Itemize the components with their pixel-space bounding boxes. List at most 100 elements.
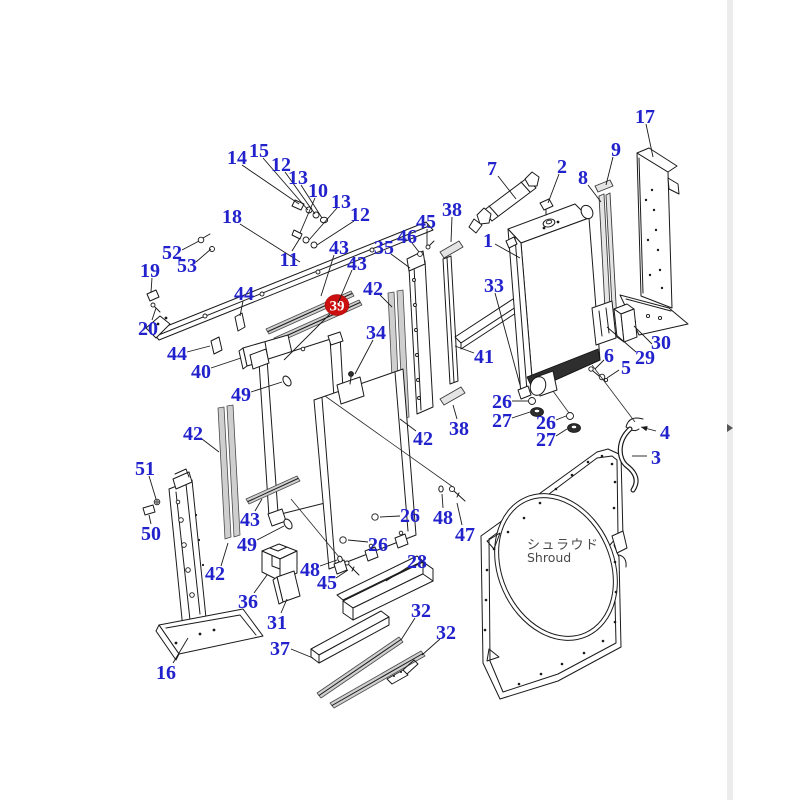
- callout-7: 7: [487, 158, 497, 180]
- part-28-channel-tray: [336, 555, 434, 621]
- part-31-pad: [272, 570, 301, 605]
- shroud-label-en: Shroud: [527, 550, 571, 565]
- part-43-strips-upper: [265, 290, 363, 344]
- part-26-washer-a: [371, 513, 379, 521]
- part-41-bar: [442, 255, 459, 385]
- callout-6: 6: [604, 345, 614, 367]
- callout-43: 43: [329, 237, 349, 259]
- callout-40: 40: [191, 361, 211, 383]
- callout-18: 18: [222, 206, 242, 228]
- callout-46: 46: [397, 226, 417, 248]
- callout-12: 12: [350, 204, 370, 226]
- callout-42: 42: [363, 278, 383, 300]
- callout-43: 43: [240, 509, 260, 531]
- callout-4: 4: [660, 422, 670, 444]
- part-44-clips: [210, 312, 246, 355]
- part-37-bar: [310, 610, 390, 664]
- callout-50: 50: [141, 523, 161, 545]
- parts-26-27-left: [528, 397, 544, 417]
- small-bracket-bottom: [386, 659, 419, 685]
- part-shroud: シュラウド Shroud: [480, 448, 628, 700]
- callout-17: 17: [635, 106, 655, 128]
- callout-9: 9: [611, 139, 621, 161]
- highlight-ellipse: [324, 294, 350, 316]
- fasteners-52-53: [197, 233, 215, 252]
- callout-38: 38: [449, 418, 469, 440]
- callout-49: 49: [237, 534, 257, 556]
- callout-44: 44: [234, 283, 254, 305]
- callout-32: 32: [436, 622, 456, 644]
- callout-16: 16: [156, 662, 176, 684]
- part-3-drain-tube: [617, 426, 639, 493]
- callout-43: 43: [347, 253, 367, 275]
- callout-1: 1: [483, 230, 493, 252]
- callout-49: 49: [231, 384, 251, 406]
- callout-13: 13: [331, 191, 351, 213]
- fasteners-48-45-bottom: [337, 555, 360, 576]
- callout-13: 13: [288, 167, 308, 189]
- callout-51: 51: [135, 458, 155, 480]
- callout-31: 31: [267, 612, 287, 634]
- callout-28: 28: [407, 551, 427, 573]
- part-1-radiator: [505, 198, 601, 400]
- callout-26: 26: [492, 391, 512, 413]
- callout-45: 45: [317, 572, 337, 594]
- callout-30: 30: [651, 332, 671, 354]
- part-4-clamp: [625, 417, 644, 432]
- part-9-cap-strip: [594, 179, 614, 193]
- callout-38: 38: [442, 199, 462, 221]
- part-26-washer-b: [339, 536, 347, 544]
- part-49-grommet-lower: [283, 518, 293, 530]
- callout-48: 48: [433, 507, 453, 529]
- part-42-strips-left: [217, 404, 241, 540]
- page-edge-strip: [727, 0, 733, 800]
- callout-29: 29: [635, 347, 655, 369]
- callout-11: 11: [280, 249, 299, 271]
- callout-41: 41: [474, 346, 494, 368]
- callout-27: 27: [536, 429, 556, 451]
- callout-52: 52: [162, 242, 182, 264]
- callout-2: 2: [557, 156, 567, 178]
- part-7-upper-hose: [468, 171, 540, 234]
- callout-32: 32: [411, 600, 431, 622]
- callout-5: 5: [621, 357, 631, 379]
- highlight-number: 39: [330, 299, 345, 315]
- callout-8: 8: [578, 167, 588, 189]
- shroud-label-jp: シュラウド: [527, 538, 600, 553]
- callout-53: 53: [177, 255, 197, 277]
- callout-12: 12: [271, 154, 291, 176]
- callout-42: 42: [183, 423, 203, 445]
- callout-10: 10: [308, 180, 328, 202]
- part-38-caps: [439, 240, 466, 406]
- highlight-39: 39: [283, 294, 350, 361]
- callout-35: 35: [374, 237, 394, 259]
- callout-42: 42: [205, 563, 225, 585]
- callout-44: 44: [167, 343, 187, 365]
- callout-37: 37: [270, 638, 290, 660]
- part-18-upper-bracket: [145, 221, 434, 341]
- callout-47: 47: [455, 524, 475, 546]
- assembly-lines: [290, 364, 636, 558]
- callout-15: 15: [249, 140, 269, 162]
- callout-3: 3: [651, 447, 661, 469]
- callout-45: 45: [416, 211, 436, 233]
- part-35-side-panel: [406, 240, 435, 415]
- part-32-strips: [316, 636, 426, 709]
- callout-20: 20: [138, 318, 158, 340]
- part-33-bar: [454, 298, 520, 350]
- callout-36: 36: [238, 591, 258, 613]
- part-34-oil-cooler-core: [313, 368, 417, 575]
- callout-42: 42: [413, 428, 433, 450]
- part-43-strip-lower: [245, 475, 301, 505]
- callout-27: 27: [492, 410, 512, 432]
- callout-26: 26: [536, 412, 556, 434]
- fasteners-14-15-12-13: [291, 199, 329, 224]
- fasteners-6-5: [588, 366, 609, 383]
- parts-26-27-right: [566, 412, 581, 433]
- callout-26: 26: [400, 505, 420, 527]
- callout-26: 26: [368, 534, 388, 556]
- part-29-bracket: [591, 300, 617, 346]
